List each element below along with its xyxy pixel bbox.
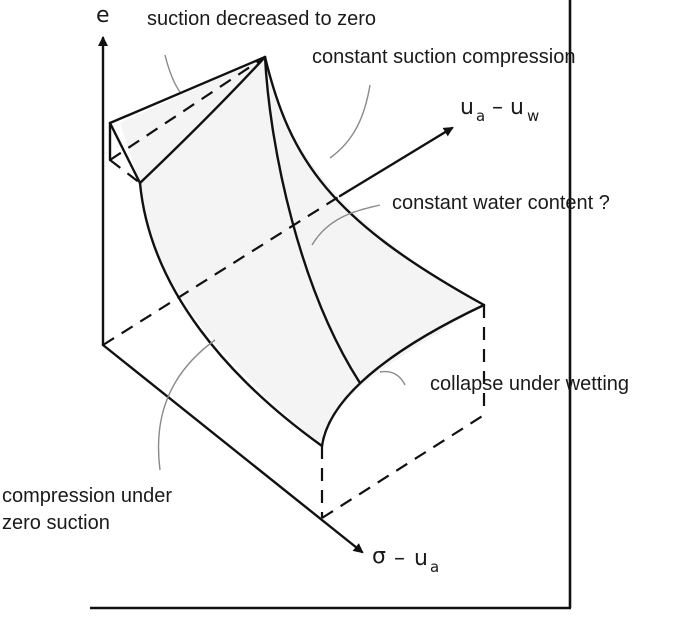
collapse-curve xyxy=(320,303,486,448)
hidden-edges xyxy=(102,56,486,519)
leader-constant-water xyxy=(311,204,381,246)
horizontal-axis-u: u xyxy=(414,546,428,571)
zero-suction-compression-curve xyxy=(138,181,324,448)
depth-axis-separator: – xyxy=(492,95,503,120)
vertical-axis-label: e xyxy=(96,3,110,28)
depth-axis-hidden xyxy=(102,195,341,346)
depth-axis-u2: u xyxy=(510,95,524,120)
top-back-hidden xyxy=(109,56,266,161)
horizontal-axis-sigma: σ xyxy=(372,544,386,569)
depth-axis-arrow xyxy=(338,126,454,198)
figure-frame xyxy=(90,0,572,610)
label-suction-zero: suction decreased to zero xyxy=(147,8,376,30)
label-compression-zero-line1: compression under xyxy=(2,485,172,507)
depth-axis-u: u xyxy=(460,95,474,120)
top-front-edge xyxy=(108,121,142,185)
top-left-hidden xyxy=(109,159,141,184)
depth-axis-label: u a – u w xyxy=(460,95,539,125)
label-collapse: collapse under wetting xyxy=(430,373,629,395)
bottom-right-hidden xyxy=(321,414,485,519)
axes xyxy=(98,36,454,554)
horizontal-axis-separator: – xyxy=(394,546,405,571)
leader-lines xyxy=(157,54,406,471)
horizontal-axis-label: σ – u a xyxy=(372,544,439,576)
leader-compression-zero xyxy=(157,339,216,471)
leader-constant-suction xyxy=(329,84,371,159)
depth-axis-sub-a: a xyxy=(476,107,485,125)
constant-water-content-curve xyxy=(263,55,362,385)
top-back-edge xyxy=(108,55,267,125)
depth-axis-sub-w: w xyxy=(527,107,539,125)
label-constant-water: constant water content ? xyxy=(392,192,610,214)
suction-zero-curve xyxy=(138,55,267,185)
label-constant-suction: constant suction compression xyxy=(312,46,575,68)
constant-suction-curve xyxy=(263,55,486,307)
horizontal-axis-sub-a: a xyxy=(430,558,439,576)
surface-edges xyxy=(108,55,486,448)
horizontal-axis-arrow xyxy=(101,343,364,554)
label-compression-zero-line2: zero suction xyxy=(2,512,110,534)
leader-suction-zero xyxy=(164,54,181,93)
leader-collapse xyxy=(379,370,406,386)
